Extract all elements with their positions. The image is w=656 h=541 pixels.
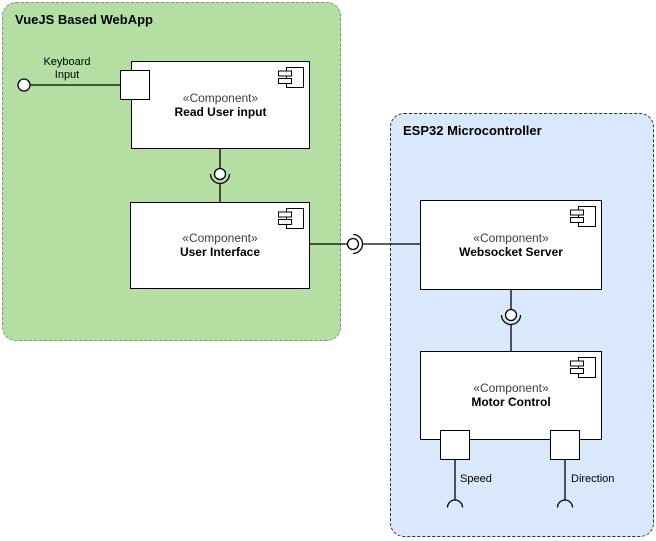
speed-port (440, 430, 470, 460)
component-websocket-server: «Component» Websocket Server (420, 200, 602, 290)
component-name: Read User input (174, 104, 267, 119)
provided-interface-ball-icon (346, 237, 360, 251)
component-stereotype: «Component» (182, 90, 259, 105)
component-user-interface: «Component» User Interface (130, 202, 310, 289)
keyboard-input-label: Keyboard Input (43, 56, 91, 81)
component-stereotype: «Component» (473, 230, 549, 245)
component-motor-control: «Component» Motor Control (420, 351, 602, 440)
direction-label: Direction (571, 473, 615, 485)
keyboard-input-port (120, 70, 150, 100)
component-stereotype: «Component» (182, 231, 258, 245)
component-read-user-input: «Component» Read User input (131, 61, 310, 149)
component-icon (278, 67, 304, 88)
container-vuejs-webapp: VueJS Based WebApp (2, 2, 341, 341)
speed-label: Speed (460, 473, 492, 485)
component-name: Motor Control (471, 395, 551, 409)
component-icon (278, 208, 304, 229)
component-stereotype: «Component» (473, 381, 549, 395)
direction-port (550, 430, 580, 460)
container-title-esp32: ESP32 Microcontroller (403, 123, 542, 138)
container-title-vuejs-webapp: VueJS Based WebApp (15, 12, 153, 27)
component-icon (570, 206, 596, 227)
required-interface-socket-icon (352, 233, 364, 255)
component-name: User Interface (179, 245, 261, 259)
container-esp32-microcontroller: ESP32 Microcontroller (390, 113, 654, 537)
component-icon (570, 357, 596, 378)
component-name: Websocket Server (459, 244, 563, 259)
